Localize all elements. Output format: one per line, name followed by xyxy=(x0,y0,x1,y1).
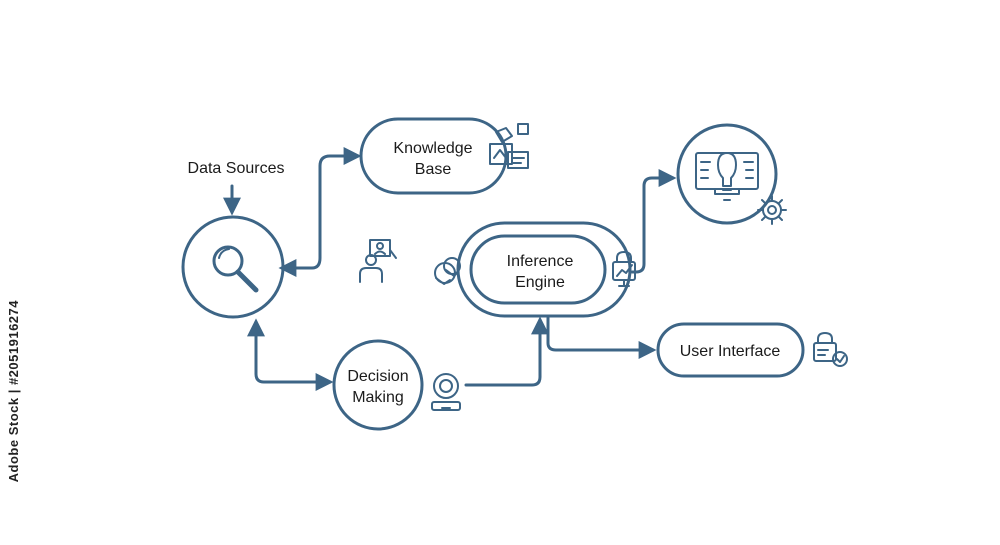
padlock-card-icon xyxy=(813,332,848,367)
lightbulb-screen-icon xyxy=(695,152,759,201)
connectors xyxy=(223,147,677,391)
arrow-inference-ui xyxy=(546,316,657,359)
search-node xyxy=(181,215,285,319)
handshake-icon xyxy=(434,257,461,285)
webcam-icon xyxy=(431,373,461,411)
knowledge-base-label-2: Base xyxy=(415,161,452,178)
decision-making-label-1: Decision xyxy=(347,368,408,385)
knowledge-base-node: Knowledge Base xyxy=(359,117,508,195)
data-sources-label: Data Sources xyxy=(188,160,285,177)
gear-icon xyxy=(757,195,787,225)
user-interface-node: User Interface xyxy=(656,322,805,378)
arrow-search-knowledge xyxy=(278,147,362,277)
insight-node xyxy=(676,123,778,225)
arrow-inference-insight xyxy=(630,169,677,274)
arrow-decision-inference xyxy=(464,316,549,387)
user-interface-label: User Interface xyxy=(680,343,781,360)
arrow-search-decision xyxy=(247,318,334,391)
inference-engine-label-1: Inference xyxy=(507,253,574,270)
magnifier-icon xyxy=(212,245,259,293)
knowledge-docs-icon xyxy=(489,123,529,169)
decision-making-label-2: Making xyxy=(352,389,404,406)
padlock-chart-icon xyxy=(612,251,636,287)
person-board-icon xyxy=(359,239,397,283)
decision-making-node: Decision Making xyxy=(332,339,424,431)
inference-engine-label-2: Engine xyxy=(515,274,565,291)
inference-engine-node: Inference Engine xyxy=(456,221,632,318)
knowledge-base-label-1: Knowledge xyxy=(393,140,472,157)
